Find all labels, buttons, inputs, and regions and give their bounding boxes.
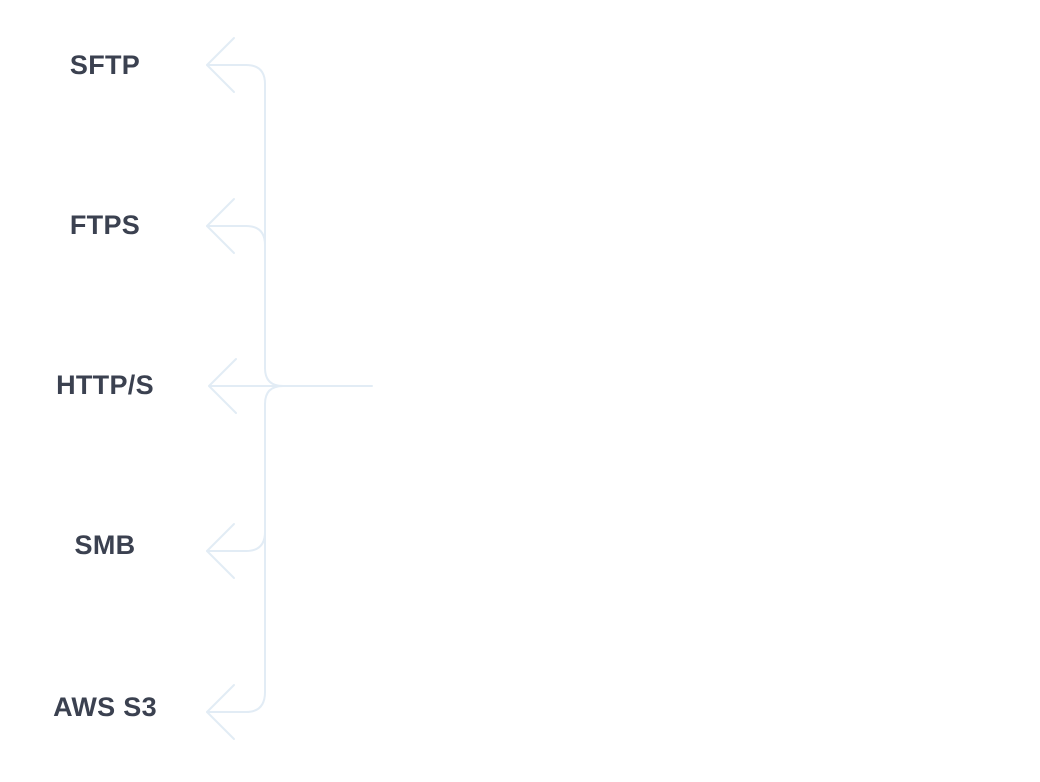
spine-branch-ftps [206, 225, 266, 246]
protocol-label-sftp: SFTP [69, 50, 141, 80]
protocol-label-aws-s3: AWS S3 [53, 692, 157, 722]
protocol-label-https: HTTP/S [56, 370, 154, 400]
arrow-head-aws-s3 [206, 684, 235, 740]
spine-branch-smb [206, 531, 266, 552]
spine-upper [206, 64, 284, 387]
arrow-head-ftps [206, 198, 235, 254]
protocol-label-smb: SMB [74, 530, 136, 560]
arrow-head-smb [206, 523, 235, 579]
spine-lower [206, 385, 284, 713]
protocol-label-ftps: FTPS [69, 210, 141, 240]
arrow-head-https [208, 358, 237, 414]
arrow-head-sftp [206, 37, 235, 93]
